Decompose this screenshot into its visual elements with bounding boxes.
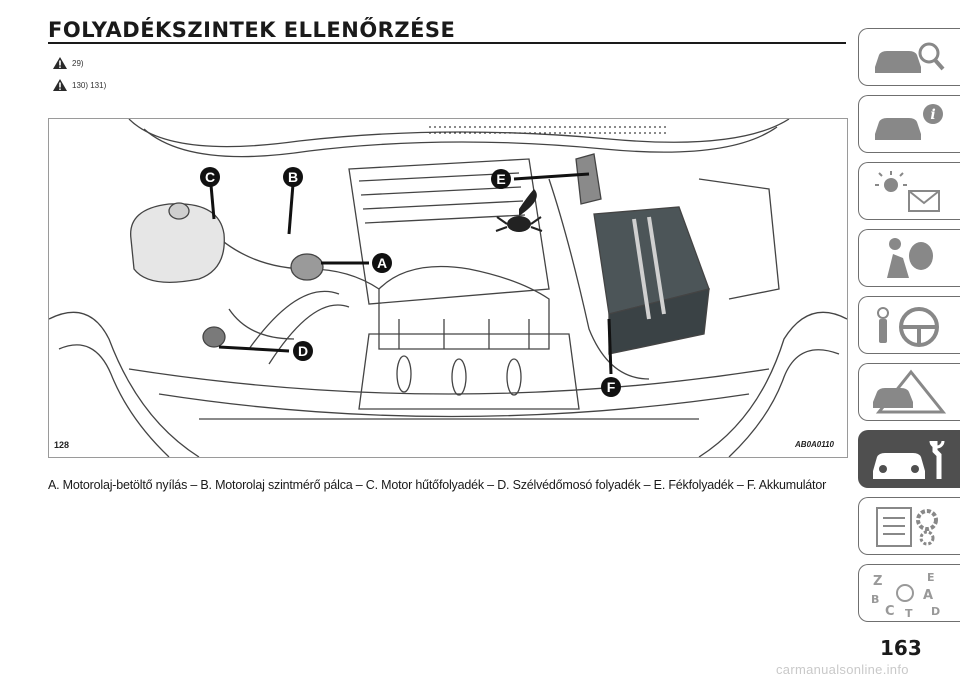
car-emergency-icon [873, 369, 947, 414]
callout-d-label: D [298, 343, 308, 359]
svg-text:Z: Z [873, 574, 882, 589]
figure-code: AB0A0110 [795, 440, 834, 449]
callout-E: E [491, 169, 511, 189]
svg-text:C: C [885, 604, 895, 617]
specs-gear-icon [876, 507, 938, 547]
tab-starting-driving[interactable] [858, 296, 960, 354]
tab-car-search[interactable] [858, 28, 960, 86]
callout-D: D [293, 341, 313, 361]
warning-ref-text: 130) 131) [72, 80, 107, 90]
figure-caption: A. Motorolaj-betöltő nyílás – B. Motorol… [48, 478, 827, 492]
tab-safety[interactable] [858, 229, 960, 287]
car-info-icon: i [875, 104, 943, 140]
steering-wheel-key-icon [877, 307, 939, 347]
warning-ref-text: 29) [72, 58, 84, 68]
svg-text:B: B [871, 593, 879, 606]
tab-index[interactable]: Z E B A C D T [858, 564, 960, 622]
tab-emergency[interactable] [858, 363, 960, 421]
engine-bay-figure: A B C D E F [48, 118, 848, 458]
car-wrench-icon [873, 440, 945, 479]
callout-B: B [283, 167, 303, 187]
callout-A: A [372, 253, 392, 273]
warning-reference-2: 130) 131) [52, 78, 106, 92]
alphabet-index-icon: Z E B A C D T [871, 571, 940, 617]
callout-C: C [200, 167, 220, 187]
callout-F: F [601, 377, 621, 397]
tab-technical-specs[interactable] [858, 497, 960, 555]
scorpion-emblem [495, 189, 543, 232]
callout-b-label: B [288, 169, 298, 185]
warning-reference-1: 29) [52, 56, 84, 70]
svg-text:A: A [923, 588, 933, 603]
svg-text:T: T [905, 607, 913, 617]
callout-e-label: E [496, 171, 505, 187]
svg-text:E: E [927, 571, 935, 584]
tab-maintenance[interactable] [858, 430, 960, 488]
warning-triangle-icon [53, 79, 67, 91]
callout-a-label: A [377, 255, 387, 271]
callout-f-label: F [607, 379, 616, 395]
page-title: FOLYADÉKSZINTEK ELLENŐRZÉSE [48, 18, 456, 42]
warning-triangle-icon [53, 57, 67, 69]
engine-bay-illustration: A B C D E F [49, 119, 847, 457]
tab-car-info[interactable]: i [858, 95, 960, 153]
svg-text:i: i [930, 107, 935, 123]
watermark: carmanualsonline.info [776, 662, 909, 677]
callout-c-label: C [205, 169, 215, 185]
figure-number: 128 [54, 440, 70, 450]
page-number: 163 [880, 636, 922, 660]
car-search-icon [875, 42, 945, 73]
tab-warning-lights[interactable] [858, 162, 960, 220]
warning-light-message-icon [875, 171, 940, 212]
title-rule [48, 42, 846, 44]
airbag-person-icon [887, 238, 933, 278]
svg-text:D: D [931, 605, 940, 617]
